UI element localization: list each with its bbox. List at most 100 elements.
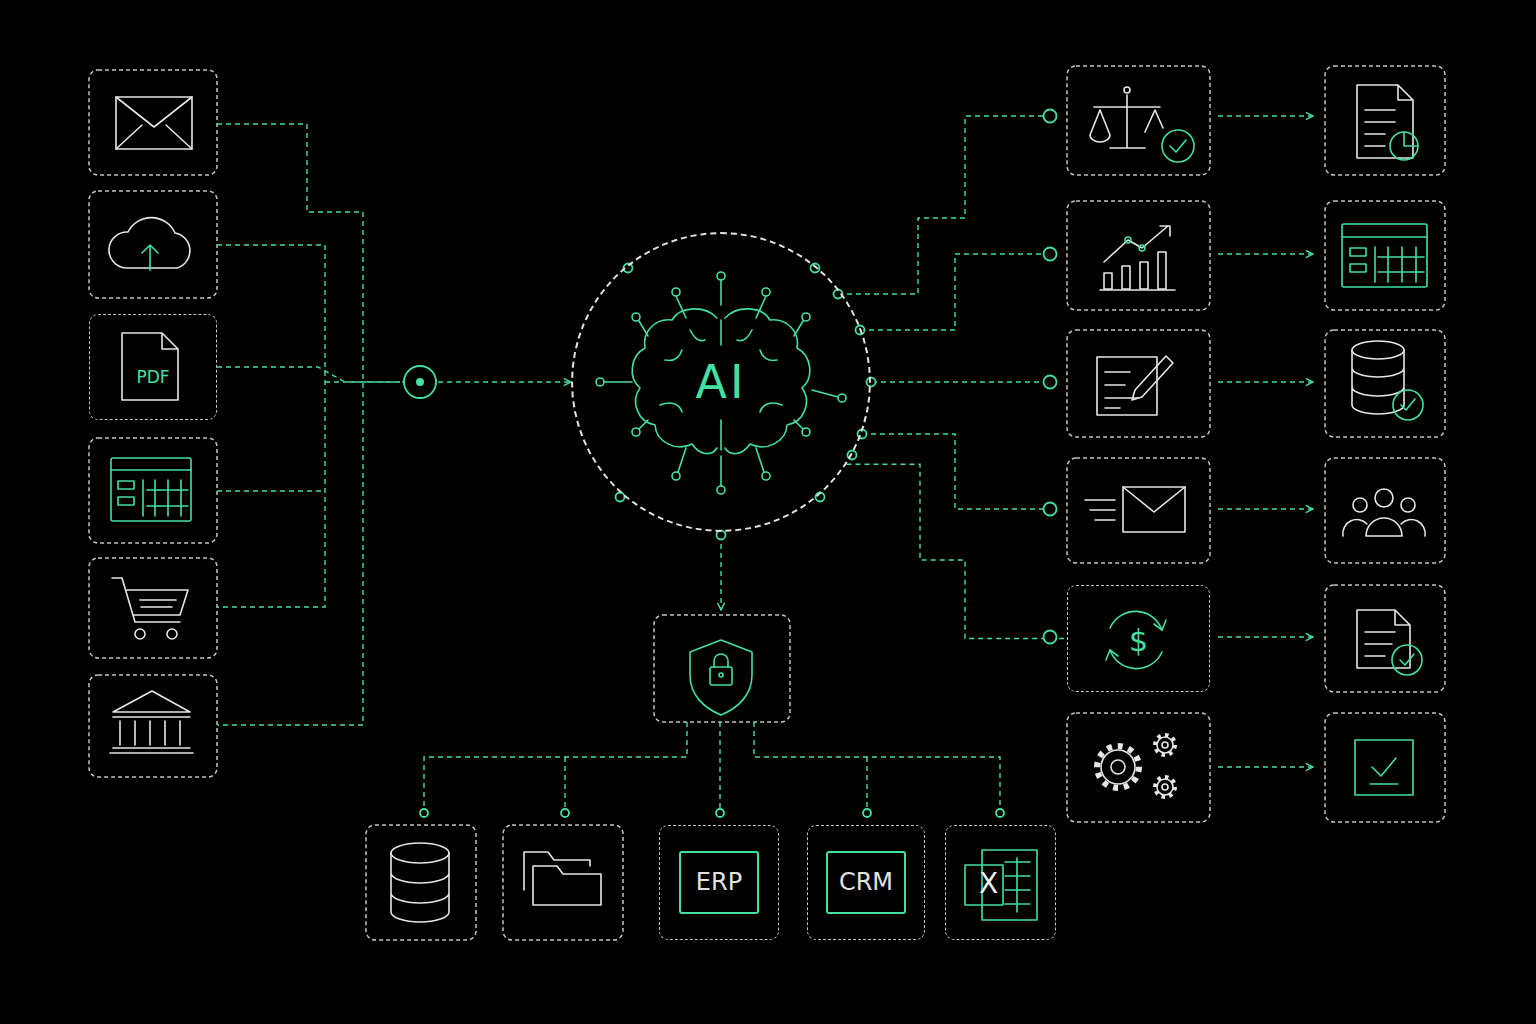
spreadsheet-icon bbox=[1005, 858, 1030, 912]
cloud-upload-icon bbox=[109, 218, 190, 270]
wire bbox=[872, 381, 1043, 382]
bar-chart-icon bbox=[1104, 273, 1112, 289]
bar-chart-icon bbox=[1140, 262, 1148, 289]
gears-icon bbox=[1111, 760, 1125, 774]
node-label: PDF bbox=[136, 347, 169, 387]
spreadsheet-icon bbox=[965, 865, 1003, 905]
database-icon bbox=[391, 843, 449, 863]
wire bbox=[860, 254, 1043, 330]
folder-icon bbox=[533, 866, 601, 905]
brain-icon bbox=[802, 428, 810, 436]
people-icon bbox=[1343, 520, 1367, 536]
gears-icon bbox=[1097, 746, 1139, 788]
database-icon bbox=[391, 853, 449, 922]
junction-layer bbox=[404, 110, 1057, 818]
shield-lock-icon bbox=[690, 640, 752, 715]
table-icon bbox=[1342, 224, 1427, 287]
cart-icon bbox=[112, 578, 188, 622]
brain-icon bbox=[632, 313, 640, 321]
gears-icon bbox=[1162, 742, 1168, 748]
wire bbox=[1218, 381, 1313, 382]
pdf-source-box: PDF bbox=[89, 314, 217, 420]
folder-icon bbox=[524, 852, 601, 905]
send-mail-icon bbox=[1085, 487, 1185, 532]
junction-layer bbox=[416, 378, 424, 386]
shield-lock-icon bbox=[690, 640, 752, 715]
crm-box: CRM bbox=[807, 825, 925, 940]
node-label: $ bbox=[1129, 619, 1148, 658]
junction-layer bbox=[1044, 631, 1057, 644]
wire bbox=[719, 722, 720, 813]
connector-layer bbox=[217, 367, 1067, 639]
junction-layer bbox=[856, 326, 865, 335]
people-icon bbox=[1375, 489, 1393, 507]
icon-box bbox=[1325, 66, 1445, 175]
flow-connector bbox=[847, 464, 1068, 638]
cart-icon bbox=[135, 629, 145, 639]
junction-layer bbox=[996, 809, 1004, 817]
brain-icon bbox=[596, 272, 846, 494]
mail-icon bbox=[116, 97, 192, 149]
wire bbox=[720, 535, 721, 610]
junction-layer bbox=[561, 809, 569, 817]
pdf-document-icon bbox=[122, 333, 178, 400]
brain-icon bbox=[717, 486, 725, 494]
table-icon bbox=[111, 458, 191, 521]
gears-icon bbox=[1157, 779, 1173, 795]
wire bbox=[1218, 253, 1313, 254]
approved-document-icon bbox=[1400, 654, 1414, 665]
checkbox-icon bbox=[1355, 740, 1413, 795]
gears-icon bbox=[1155, 735, 1175, 755]
scales-icon bbox=[1090, 95, 1163, 148]
wire bbox=[866, 757, 867, 813]
table-icon bbox=[1350, 264, 1366, 272]
bar-chart-icon bbox=[1139, 245, 1145, 251]
junction-layer bbox=[1044, 376, 1057, 389]
brain-icon bbox=[596, 378, 604, 386]
database-check-icon bbox=[1352, 341, 1404, 359]
icon-box bbox=[654, 615, 790, 722]
brain-icon bbox=[838, 394, 846, 402]
junction-layer bbox=[616, 493, 625, 502]
excel-box: X bbox=[945, 825, 1056, 940]
checkbox-icon bbox=[1355, 740, 1413, 795]
brain-icon bbox=[660, 320, 782, 450]
approved-document-icon bbox=[1357, 610, 1410, 668]
icon-box bbox=[1067, 458, 1210, 563]
table-icon bbox=[1342, 237, 1427, 282]
icon-box bbox=[1325, 201, 1445, 310]
people-icon bbox=[1353, 498, 1367, 512]
wire bbox=[217, 245, 325, 607]
brain-icon bbox=[802, 313, 810, 321]
bar-chart-icon bbox=[1100, 226, 1175, 290]
icon-box bbox=[366, 825, 476, 940]
brain-icon bbox=[717, 272, 725, 280]
people-icon bbox=[1343, 489, 1425, 536]
wire bbox=[862, 434, 1043, 509]
database-check-icon bbox=[1352, 341, 1423, 420]
payment-box: $ bbox=[1067, 585, 1210, 692]
icon-box bbox=[1325, 330, 1445, 437]
table-icon bbox=[118, 497, 134, 505]
brain-icon bbox=[672, 288, 680, 296]
shield-lock-icon bbox=[714, 654, 728, 667]
wire bbox=[754, 722, 1000, 813]
icon-box bbox=[1067, 713, 1210, 822]
flow-connector bbox=[217, 367, 571, 382]
junction-layer bbox=[834, 290, 843, 299]
scales-icon bbox=[1162, 130, 1194, 162]
form-edit-icon bbox=[1097, 356, 1173, 415]
gears-icon bbox=[1097, 735, 1175, 797]
junction-layer bbox=[1044, 110, 1057, 123]
form-edit-icon bbox=[1097, 357, 1157, 415]
table-icon bbox=[111, 458, 191, 521]
wire bbox=[424, 722, 687, 813]
icon-box bbox=[89, 675, 217, 777]
wire bbox=[1218, 508, 1313, 509]
gears-icon bbox=[1101, 750, 1135, 784]
approved-document-icon bbox=[1392, 645, 1422, 675]
wire bbox=[217, 124, 363, 725]
scales-icon bbox=[1090, 87, 1194, 162]
